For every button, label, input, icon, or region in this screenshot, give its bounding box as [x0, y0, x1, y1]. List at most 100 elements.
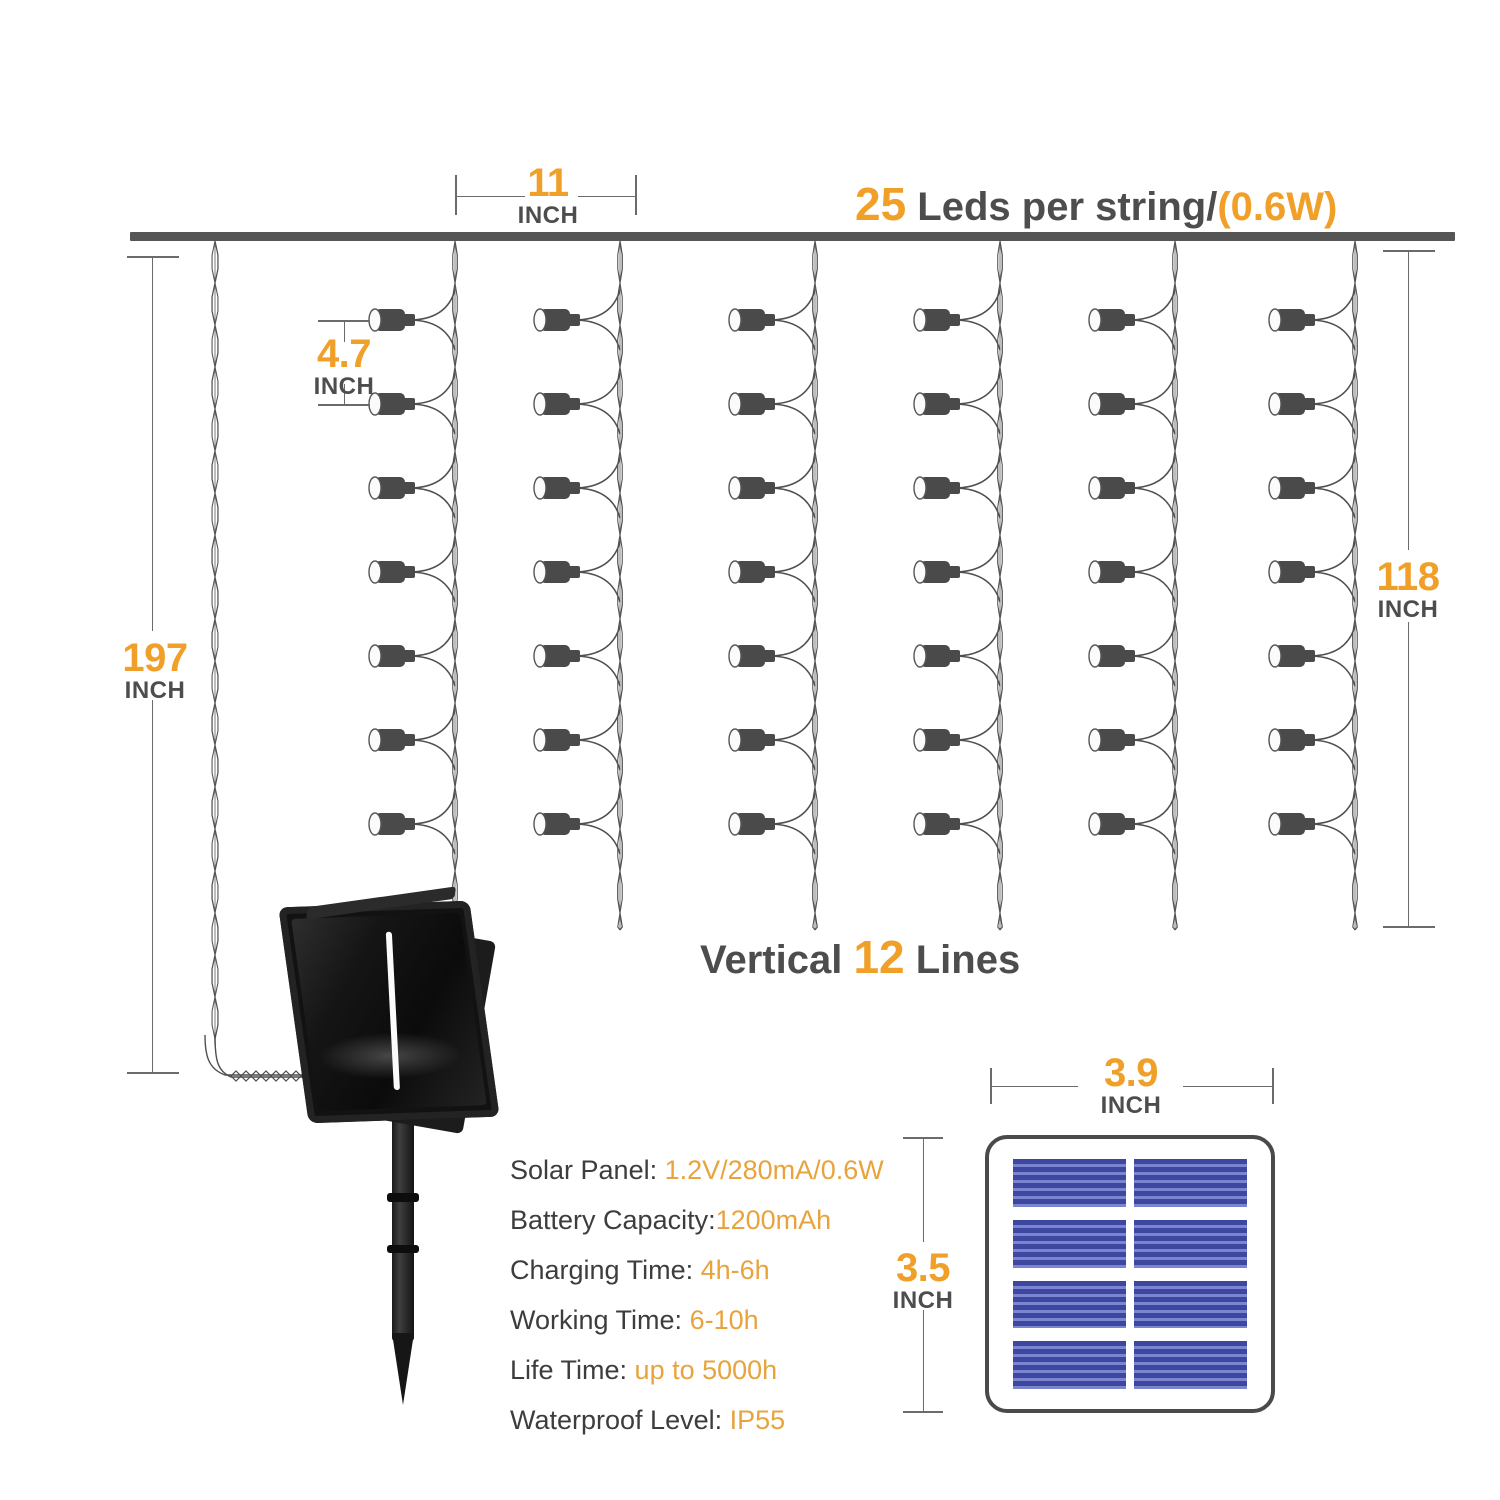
led-branch-wire — [768, 793, 816, 825]
led-bulb — [913, 541, 1001, 603]
led-bulb-body — [1268, 476, 1316, 500]
led-branch-wire — [953, 487, 1001, 519]
led-bulb-body — [1268, 308, 1316, 332]
dim-35-rule-top — [923, 1137, 924, 1242]
led-branch-wire — [768, 823, 816, 855]
pv-cell — [1013, 1341, 1126, 1389]
led-bulb-body — [1088, 644, 1136, 668]
string-wire — [812, 240, 818, 931]
ground-stake-shaft — [392, 1111, 414, 1341]
spec-value: IP55 — [729, 1405, 786, 1435]
led-bulb — [913, 793, 1001, 855]
led-branch-wire — [768, 289, 816, 321]
led-branch-wire — [1128, 571, 1176, 603]
led-bulb-body — [1088, 308, 1136, 332]
led-bulb — [368, 793, 456, 855]
led-branch-wire — [1128, 457, 1176, 489]
led-branch-wire — [1128, 823, 1176, 855]
led-branch-wire — [573, 571, 621, 603]
led-branch-wire — [408, 709, 456, 741]
led-branch-wire — [953, 403, 1001, 435]
led-branch-wire — [408, 289, 456, 321]
headline-vertical-count: 12 — [853, 931, 905, 983]
led-bulb — [533, 541, 621, 603]
led-branch-wire — [408, 373, 456, 405]
led-bulb-body — [1268, 392, 1316, 416]
led-bulb — [1088, 457, 1176, 519]
led-branch-wire — [573, 709, 621, 741]
led-bulb — [368, 457, 456, 519]
led-branch-wire — [408, 457, 456, 489]
led-bulb — [368, 289, 456, 351]
led-branch-wire — [408, 625, 456, 657]
led-branch-wire — [1128, 793, 1176, 825]
led-bulb-body — [368, 728, 416, 752]
led-branch-wire — [408, 403, 456, 435]
string-wire — [997, 240, 1003, 931]
dim-197-rule-top — [152, 256, 153, 631]
led-bulb-body — [533, 308, 581, 332]
led-bulb — [728, 709, 816, 771]
headline-vertical-lines: Vertical 12 Lines — [700, 934, 1020, 980]
pv-cell — [1013, 1280, 1126, 1329]
string-wire — [1172, 240, 1178, 931]
dim-118-rule-bottom — [1408, 622, 1409, 927]
led-bulb — [533, 289, 621, 351]
led-branch-wire — [573, 625, 621, 657]
string-wire — [452, 240, 458, 931]
led-bulb-body — [1268, 812, 1316, 836]
string-wire — [812, 240, 818, 931]
led-branch-wire — [768, 373, 816, 405]
led-bulb — [1088, 541, 1176, 603]
led-branch-wire — [768, 739, 816, 771]
dim-led-spacing: 11 INCH — [493, 163, 603, 228]
string-wire — [1352, 240, 1358, 931]
spec-row: Waterproof Level: IP55 — [510, 1407, 940, 1434]
led-branch-wire — [408, 319, 456, 351]
led-bulb — [368, 373, 456, 435]
string-wire — [1172, 240, 1178, 931]
led-branch-wire — [573, 373, 621, 405]
spec-value: 4h-6h — [700, 1255, 770, 1285]
led-branch-wire — [1128, 289, 1176, 321]
ground-stake-tip — [392, 1333, 414, 1405]
led-branch-wire — [1128, 373, 1176, 405]
dim-118-rule-top — [1408, 250, 1409, 550]
spec-value: 6-10h — [689, 1305, 759, 1335]
lead-wire-twist — [240, 1070, 252, 1082]
lead-wire-graphic — [204, 1035, 322, 1082]
led-bulb-body — [1088, 812, 1136, 836]
led-branch-wire — [768, 571, 816, 603]
led-branch-wire — [573, 487, 621, 519]
led-bulb — [728, 289, 816, 351]
led-bulb — [728, 457, 816, 519]
led-branch-wire — [573, 457, 621, 489]
led-bulb-body — [728, 812, 776, 836]
led-branch-wire — [768, 457, 816, 489]
led-branch-wire — [408, 487, 456, 519]
led-bulb — [1268, 793, 1356, 855]
headline-vertical-suffix: Lines — [904, 938, 1021, 982]
dim-panel-height: 3.5 INCH — [868, 1248, 978, 1313]
specification-list: Solar Panel: 1.2V/280mA/0.6W Battery Cap… — [510, 1157, 940, 1457]
led-bulb-body — [533, 812, 581, 836]
led-bulb — [1088, 709, 1176, 771]
led-bulb-body — [913, 476, 961, 500]
led-bulb — [533, 709, 621, 771]
led-bulb — [913, 625, 1001, 687]
lead-wire-twist — [250, 1070, 262, 1082]
led-branch-wire — [1308, 625, 1356, 657]
led-branch-wire — [1308, 487, 1356, 519]
led-branch-wire — [573, 289, 621, 321]
lead-wire-twist — [230, 1070, 242, 1082]
led-branch-wire — [953, 289, 1001, 321]
solar-panel-closeup-diagram — [985, 1135, 1275, 1413]
string-wire — [452, 240, 458, 931]
dim-total-height: 197 INCH — [100, 638, 210, 703]
led-branch-wire — [573, 319, 621, 351]
led-branch-wire — [768, 487, 816, 519]
led-bulb — [728, 373, 816, 435]
led-bulb-body — [368, 812, 416, 836]
led-branch-wire — [1128, 319, 1176, 351]
